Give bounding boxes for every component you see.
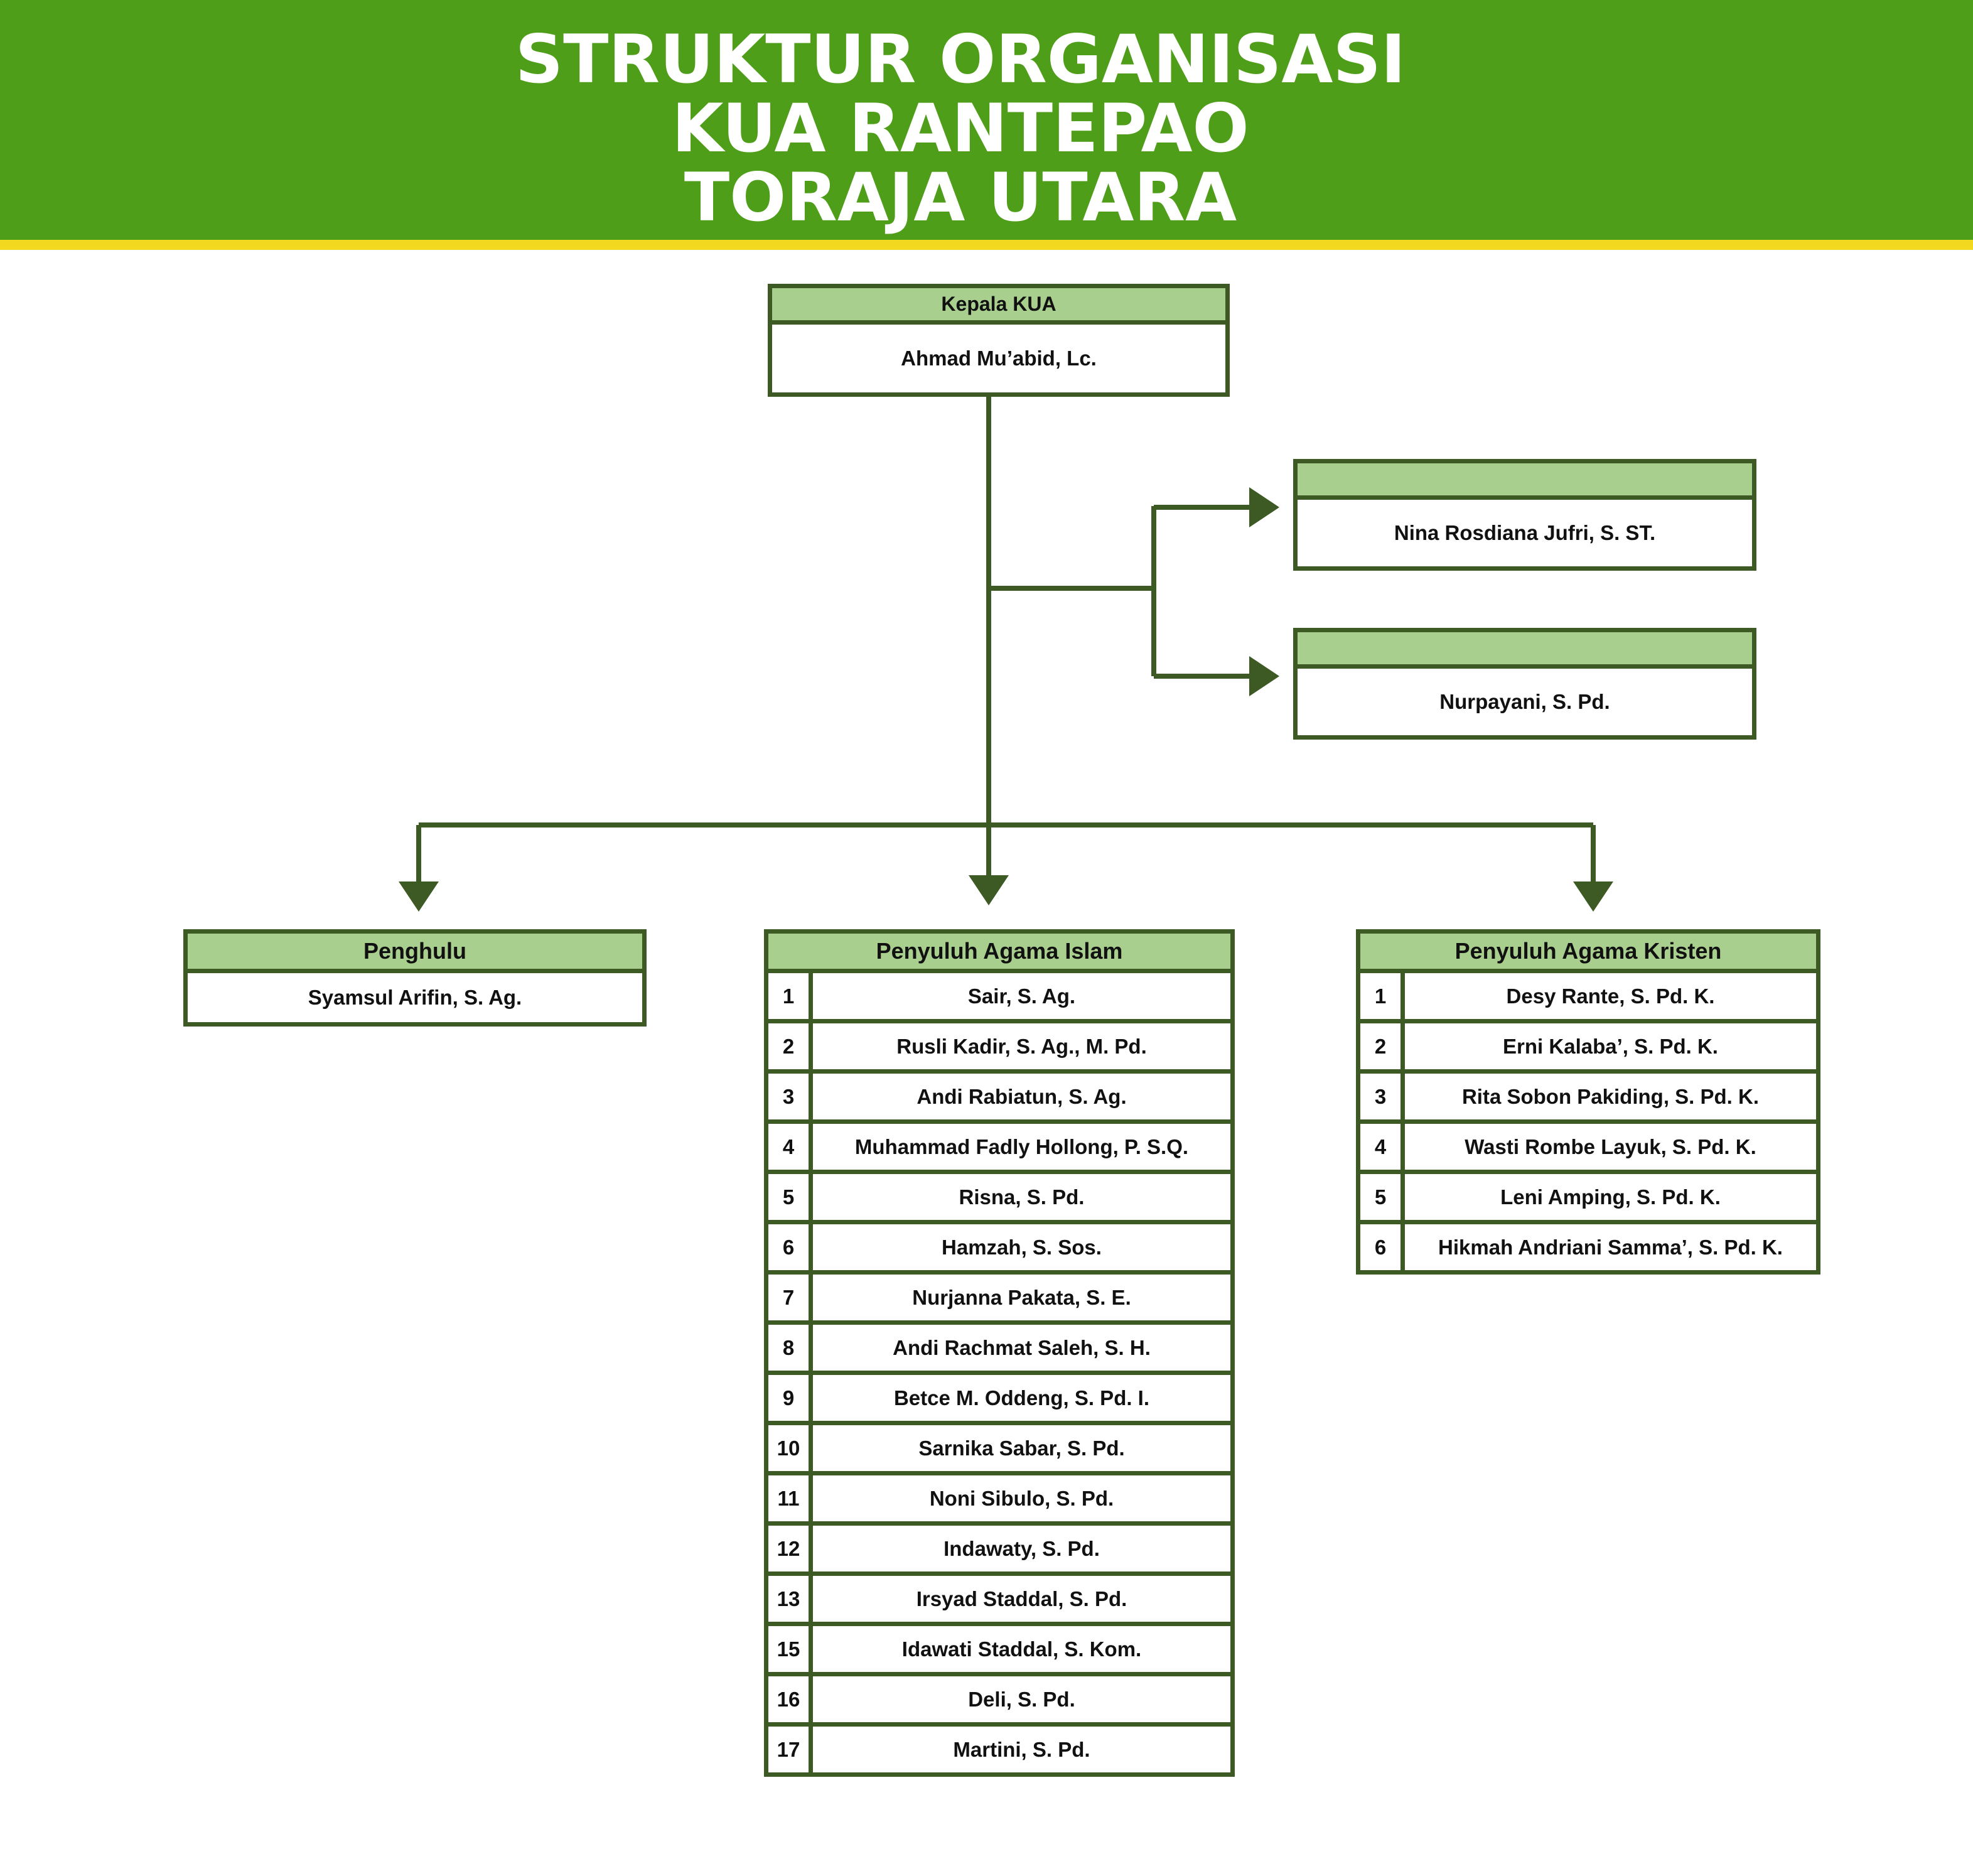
penyuluh-islam-member-number: 15 xyxy=(764,1622,813,1676)
staff-box-2: Nurpayani, S. Pd. xyxy=(1293,628,1756,740)
penyuluh-islam-title: Penyuluh Agama Islam xyxy=(764,929,1235,973)
penyuluh-islam-member-number: 6 xyxy=(764,1220,813,1275)
penyuluh-islam-member-name: Deli, S. Pd. xyxy=(809,1672,1235,1727)
staff-1-title xyxy=(1298,463,1752,500)
page-title: STRUKTUR ORGANISASI KUA RANTEPAO TORAJA … xyxy=(0,25,1921,232)
penyuluh-kristen-member-name: Erni Kalaba’, S. Pd. K. xyxy=(1400,1019,1820,1074)
penyuluh-kristen-title: Penyuluh Agama Kristen xyxy=(1356,929,1820,973)
penyuluh-islam-member-name: Andi Rachmat Saleh, S. H. xyxy=(809,1320,1235,1375)
penyuluh-islam-member-number: 4 xyxy=(764,1119,813,1174)
penyuluh-islam-member-number: 11 xyxy=(764,1471,813,1526)
penyuluh-kristen-member-number: 4 xyxy=(1356,1119,1405,1174)
penyuluh-islam-member-name: Rusli Kadir, S. Ag., M. Pd. xyxy=(809,1019,1235,1074)
penyuluh-kristen-member-name: Leni Amping, S. Pd. K. xyxy=(1400,1170,1820,1224)
penyuluh-islam-member-name: Risna, S. Pd. xyxy=(809,1170,1235,1224)
title-line-1: STRUKTUR ORGANISASI xyxy=(515,21,1406,98)
kepala-kua-name: Ahmad Mu’abid, Lc. xyxy=(901,347,1097,370)
penyuluh-islam-member-number: 5 xyxy=(764,1170,813,1224)
penyuluh-islam-member-name: Muhammad Fadly Hollong, P. S.Q. xyxy=(809,1119,1235,1174)
penyuluh-kristen-member-number: 5 xyxy=(1356,1170,1405,1224)
penyuluh-kristen-member-name: Desy Rante, S. Pd. K. xyxy=(1400,969,1820,1023)
penyuluh-islam-member-name: Betce M. Oddeng, S. Pd. I. xyxy=(809,1371,1235,1425)
penyuluh-islam-member-number: 2 xyxy=(764,1019,813,1074)
penyuluh-islam-member-name: Irsyad Staddal, S. Pd. xyxy=(809,1571,1235,1626)
penyuluh-islam-member-name: Martini, S. Pd. xyxy=(809,1722,1235,1777)
penyuluh-islam-header-row: Penyuluh Agama Islam xyxy=(764,929,1235,973)
penyuluh-islam-member-number: 12 xyxy=(764,1521,813,1576)
penghulu-name: Syamsul Arifin, S. Ag. xyxy=(308,986,522,1009)
penyuluh-kristen-header-row: Penyuluh Agama Kristen xyxy=(1356,929,1820,973)
staff-2-name: Nurpayani, S. Pd. xyxy=(1439,690,1610,713)
kepala-kua-title: Kepala KUA xyxy=(772,288,1225,325)
penghulu-title: Penghulu xyxy=(188,934,642,973)
penyuluh-kristen-member-number: 3 xyxy=(1356,1069,1405,1124)
staff-2-title xyxy=(1298,632,1752,669)
penghulu-box: Penghulu Syamsul Arifin, S. Ag. xyxy=(183,929,647,1027)
penyuluh-kristen-member-number: 1 xyxy=(1356,969,1405,1023)
title-line-2: KUA RANTEPAO xyxy=(672,90,1249,167)
penyuluh-islam-member-number: 8 xyxy=(764,1320,813,1375)
penyuluh-islam-member-name: Sair, S. Ag. xyxy=(809,969,1235,1023)
penyuluh-islam-member-number: 1 xyxy=(764,969,813,1023)
title-line-3: TORAJA UTARA xyxy=(684,159,1237,236)
penyuluh-islam-member-number: 17 xyxy=(764,1722,813,1777)
staff-box-1: Nina Rosdiana Jufri, S. ST. xyxy=(1293,459,1756,571)
penyuluh-islam-member-name: Indawaty, S. Pd. xyxy=(809,1521,1235,1576)
penyuluh-kristen-member-number: 2 xyxy=(1356,1019,1405,1074)
penyuluh-islam-member-name: Sarnika Sabar, S. Pd. xyxy=(809,1421,1235,1475)
penyuluh-islam-member-name: Noni Sibulo, S. Pd. xyxy=(809,1471,1235,1526)
penyuluh-islam-member-name: Nurjanna Pakata, S. E. xyxy=(809,1270,1235,1325)
penyuluh-kristen-member-name: Hikmah Andriani Samma’, S. Pd. K. xyxy=(1400,1220,1820,1275)
title-banner xyxy=(0,0,1973,240)
kepala-kua-box: Kepala KUA Ahmad Mu’abid, Lc. xyxy=(768,284,1230,397)
penyuluh-kristen-member-number: 6 xyxy=(1356,1220,1405,1275)
penyuluh-islam-member-number: 13 xyxy=(764,1571,813,1626)
penyuluh-islam-member-number: 10 xyxy=(764,1421,813,1475)
penyuluh-islam-member-name: Idawati Staddal, S. Kom. xyxy=(809,1622,1235,1676)
penyuluh-islam-member-name: Hamzah, S. Sos. xyxy=(809,1220,1235,1275)
penyuluh-islam-member-number: 7 xyxy=(764,1270,813,1325)
banner-stripe xyxy=(0,240,1973,250)
penyuluh-islam-member-number: 3 xyxy=(764,1069,813,1124)
penyuluh-islam-member-name: Andi Rabiatun, S. Ag. xyxy=(809,1069,1235,1124)
penyuluh-kristen-member-name: Wasti Rombe Layuk, S. Pd. K. xyxy=(1400,1119,1820,1174)
penyuluh-islam-member-number: 9 xyxy=(764,1371,813,1425)
penyuluh-kristen-member-name: Rita Sobon Pakiding, S. Pd. K. xyxy=(1400,1069,1820,1124)
penyuluh-islam-member-number: 16 xyxy=(764,1672,813,1727)
staff-1-name: Nina Rosdiana Jufri, S. ST. xyxy=(1394,521,1656,544)
